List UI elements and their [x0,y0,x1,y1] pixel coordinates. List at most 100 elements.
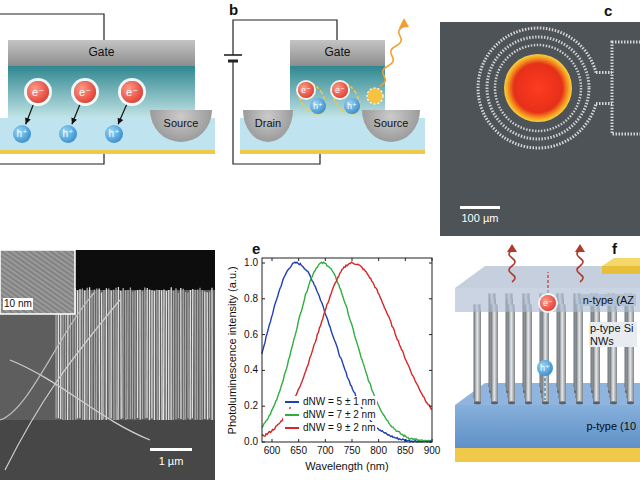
node-text: n-type (AZ [581,294,636,307]
scale-bar [150,448,192,451]
pl-curve [262,262,432,442]
node-text: e⁻ [126,86,138,99]
tick-mark [405,258,406,261]
nanowire [178,293,179,418]
node-text: Gate [88,46,114,60]
nanowire-base [525,401,532,404]
nanowire [192,289,194,418]
axis-ticks [262,258,432,442]
tick-mark [352,439,353,442]
tick-mark [432,439,433,442]
top-contact [602,258,640,266]
nanowire-base [610,401,617,404]
electron: e⁻ [298,82,314,98]
tick-mark [272,258,273,261]
nanowire [525,310,532,403]
node-text: e⁻ [79,86,91,99]
panel-letter: b [229,1,238,18]
legend-line-sample [285,414,299,416]
nanowire [94,290,96,420]
nanowire-base [576,401,583,404]
ring-electrode [487,37,589,139]
nanowire [163,290,165,422]
electron: e⁻ [121,81,143,103]
tick-label: 750 [344,445,361,457]
nanowire-base [559,401,566,404]
nanowire [156,290,158,422]
exciton-outline [293,77,332,119]
nanowire [151,290,152,418]
nanowire [190,290,191,420]
exciton-outline [327,77,366,119]
electron: e⁻ [540,295,556,311]
p-type-substrate: p-type (10 [455,405,640,448]
recombination-dot [367,88,383,104]
loose-nanowire [5,300,120,470]
micrograph-background [440,22,640,236]
nanowire [144,288,146,419]
ring-electrode [478,28,596,148]
nanowire [168,290,169,422]
legend-row: dNW = 7 ± 2 nm [283,409,377,420]
tem-inset [0,250,75,314]
node-text: h⁺ [109,128,120,140]
nanowire [142,291,143,419]
nanowire [173,291,175,421]
scale-label: 1 µm [159,455,184,468]
panel-letter: e [252,240,260,257]
back-contact [240,150,425,154]
node-text: e⁻ [32,86,44,99]
nanowire [576,310,583,403]
nanowire [99,289,101,422]
pl-spectra [262,262,432,442]
tick-mark [429,370,432,371]
emission-arrow [509,250,515,282]
node-text: h⁺ [313,101,323,111]
tick-mark [298,258,299,261]
nanowire [132,292,134,419]
nanowire-base [627,401,634,404]
hole: h⁺ [310,98,326,114]
arrowhead [25,118,31,125]
electron: e⁻ [27,81,49,103]
pl-curve [262,262,432,436]
legend-row: dNW = 5 ± 1 nm [283,396,377,407]
tick-label: 0.0 [244,436,258,448]
source-contact: Source [362,110,420,142]
tick-mark [429,298,432,299]
tunnel-arrow [72,104,80,125]
nanowire-base [542,401,549,404]
axis-title: Wavelength (nm) [305,460,388,473]
nanowire-array [56,287,212,422]
node-text: Source [164,117,199,130]
tick-mark [298,439,299,442]
nanowire [127,290,129,419]
legend-line-sample [285,427,299,429]
sem-vacuum [55,250,215,290]
hole: h⁺ [537,360,553,376]
nanowire [86,288,88,420]
nanowire [96,289,98,421]
nanowire [491,310,498,403]
back-contact [0,150,215,154]
legend-line-sample [285,401,299,403]
sem-substrate [0,420,215,480]
nanowire [122,288,124,418]
nanowire [508,310,515,403]
panel-letter: f [612,240,617,257]
nanowire-base [491,401,498,404]
ring-electrode [495,45,581,131]
nanowire [202,290,203,419]
node-text: h⁺ [540,363,550,373]
pl-curve [262,262,432,442]
bottom-contact [455,448,640,462]
emission-arrow [577,250,583,282]
tick-label: 0.8 [244,293,258,305]
nanowire [149,290,150,421]
nanowire [197,289,199,419]
panel-letter: c [604,2,612,19]
node-text: Gate [324,46,350,60]
tick-label: 900 [424,445,441,457]
hole: h⁺ [105,125,123,143]
